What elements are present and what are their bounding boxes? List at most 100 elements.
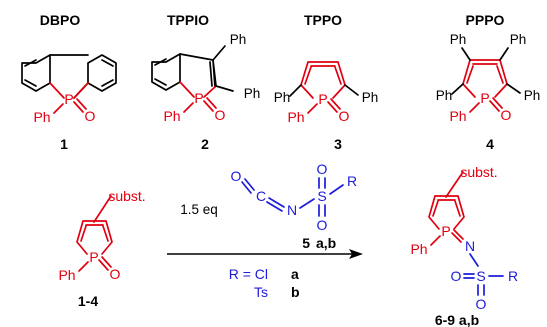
phenyl-substituent: Ph xyxy=(510,32,527,47)
s-o-double-bond xyxy=(477,284,485,296)
compound-number: 4 xyxy=(486,136,494,152)
phosphorus-atom: P xyxy=(480,90,489,106)
c-ph-bond xyxy=(289,84,302,97)
carbon-atom: C xyxy=(256,188,266,204)
p-ph-bond xyxy=(430,235,441,246)
p-o-double-bond xyxy=(327,98,341,113)
nitrogen-atom: N xyxy=(465,238,475,254)
substituent-bond xyxy=(445,171,464,198)
benzene-double-bonds xyxy=(24,59,37,87)
s-o-double-bond xyxy=(463,273,475,279)
phosphorus-atom: P xyxy=(441,223,450,239)
c-n-double-bond xyxy=(266,197,285,212)
reagent-sulfonyl-isocyanate: O C N S O O R 5 a,b xyxy=(231,161,358,251)
p-o-double-bond xyxy=(489,97,503,112)
reaction-arrow xyxy=(167,249,363,259)
phosphole-bond xyxy=(179,81,217,98)
c-ph-bond xyxy=(461,47,471,61)
c-ph-bond xyxy=(506,83,521,94)
phosphorus-atom: P xyxy=(194,90,203,106)
r-group: R xyxy=(508,268,518,284)
p-o-double-bond xyxy=(73,98,87,113)
phenyl-substituent: Ph xyxy=(450,32,467,47)
phenyl-substituent: Ph xyxy=(230,32,247,47)
sulfur-atom: S xyxy=(476,268,485,284)
equivalents-label: 1.5 eq xyxy=(180,202,218,217)
s-o-double-bond xyxy=(318,204,326,217)
product-label: 6-9 a,b xyxy=(435,312,479,327)
c-ph-bond xyxy=(499,47,509,61)
oxygen-atom: O xyxy=(215,107,226,123)
condition-ts: Ts xyxy=(254,284,268,300)
phosphorus-atom: P xyxy=(318,91,327,107)
p-o-double-bond xyxy=(203,97,217,112)
reagent-label-letters: a,b xyxy=(316,235,336,251)
oxygen-atom: O xyxy=(476,296,487,312)
n-s-bond xyxy=(469,253,479,267)
o-c-double-bond xyxy=(241,178,255,194)
reactant-generic-phosphole: subst. P O Ph 1-4 xyxy=(58,188,145,309)
oxygen-atom: O xyxy=(231,168,242,184)
substituent-label: subst. xyxy=(460,164,497,180)
compound-abbr: PPPO xyxy=(466,12,505,28)
phenyl-substituent: Ph xyxy=(524,88,541,103)
p-ph-bond xyxy=(53,103,64,114)
phosphole-bond xyxy=(49,82,89,99)
oxygen-atom: O xyxy=(451,268,462,284)
compound-number: 1 xyxy=(60,136,68,152)
c-ph-bond xyxy=(212,45,226,61)
phenyl-substituent: Ph xyxy=(449,108,466,124)
benzene-double-bonds xyxy=(154,58,167,86)
oxygen-atom: O xyxy=(317,161,328,177)
sulfur-atom: S xyxy=(317,188,326,204)
compound-abbr: DBPO xyxy=(40,12,81,28)
phenyl-substituent: Ph xyxy=(362,90,379,105)
p-n-double-bond xyxy=(451,229,464,243)
reagent-label-number: 5 xyxy=(302,235,310,251)
compound-pppo: PPPO P Ph Ph Ph Ph O Ph 4 xyxy=(436,12,541,152)
benzene-double-bonds xyxy=(101,59,114,87)
product-iminophosphole: subst. P Ph N S O R O 6-9 a,b xyxy=(410,164,518,327)
compound-number: 3 xyxy=(334,136,342,152)
phenyl-substituent: Ph xyxy=(410,241,427,257)
compound-number: 2 xyxy=(201,136,209,152)
phenyl-substituent: Ph xyxy=(287,109,304,125)
substituent-bond xyxy=(93,195,112,223)
phenyl-substituent: Ph xyxy=(33,109,50,125)
r-group: R xyxy=(347,173,357,189)
phenyl-substituent: Ph xyxy=(274,90,291,105)
condition-label-a: a xyxy=(291,266,299,282)
substituent-label: subst. xyxy=(108,188,145,204)
c-ph-bond xyxy=(344,84,359,96)
phenyl-substituent: Ph xyxy=(58,267,75,283)
condition-r-cl: R = Cl xyxy=(229,266,268,282)
oxygen-atom: O xyxy=(85,108,96,124)
phosphorus-atom: P xyxy=(64,91,73,107)
p-ph-bond xyxy=(469,102,480,113)
s-r-bond xyxy=(329,184,344,195)
oxygen-atom: O xyxy=(110,266,121,282)
reaction-conditions: R = Cl a Ts b xyxy=(229,266,300,300)
indene-bonds xyxy=(179,53,217,88)
compound-abbr: TPPIO xyxy=(167,12,209,28)
compound-dbpo: DBPO P O Ph 1 xyxy=(21,12,117,152)
c-ph-bond xyxy=(451,83,464,95)
p-ph-bond xyxy=(183,102,194,113)
p-ph-bond xyxy=(307,103,318,114)
reactant-label: 1-4 xyxy=(78,293,98,309)
n-s-bond xyxy=(299,198,315,209)
oxygen-atom: O xyxy=(501,107,512,123)
compound-tppo: TPPO P Ph Ph O Ph 3 xyxy=(274,12,379,152)
p-ph-bond xyxy=(78,261,89,272)
condition-label-b: b xyxy=(291,284,300,300)
nitrogen-atom: N xyxy=(287,202,297,218)
phosphorus-atom: P xyxy=(89,249,98,265)
phenyl-substituent: Ph xyxy=(244,86,261,101)
s-o-double-bond xyxy=(318,177,326,189)
phenyl-substituent: Ph xyxy=(163,108,180,124)
p-o-double-bond xyxy=(98,256,112,271)
compound-abbr: TPPO xyxy=(304,12,342,28)
oxygen-atom: O xyxy=(339,108,350,124)
compound-tppio: TPPIO Ph Ph P O Ph 2 xyxy=(151,12,261,152)
